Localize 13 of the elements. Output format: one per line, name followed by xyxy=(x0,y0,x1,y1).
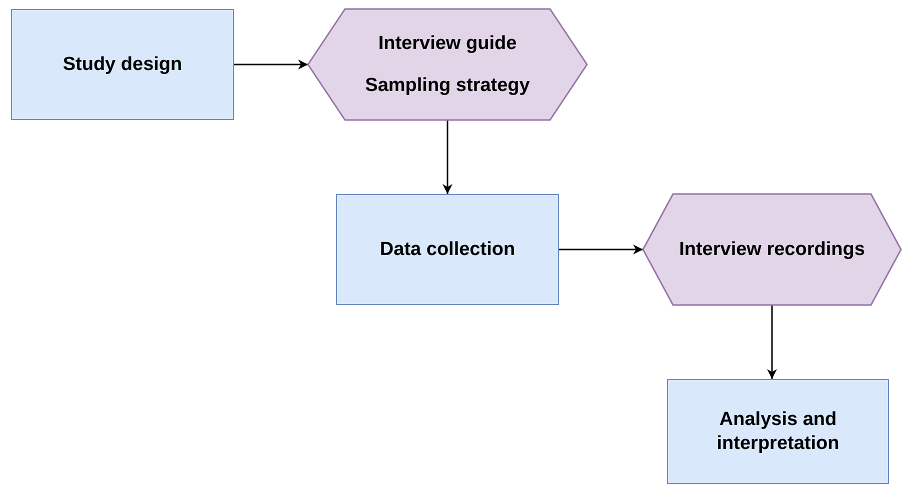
process-box xyxy=(336,194,559,305)
node-label: Data collection xyxy=(380,238,516,262)
node-label: Analysis and interpretation xyxy=(716,408,840,456)
node-label: Interview recordings xyxy=(679,238,865,262)
arrow xyxy=(234,60,308,70)
node-label: Study design xyxy=(62,52,182,76)
process-box xyxy=(667,379,889,484)
arrow xyxy=(767,305,777,379)
node-label: Sampling strategy xyxy=(365,74,530,98)
arrow xyxy=(442,120,452,194)
process-box xyxy=(11,9,234,120)
node-label: Interview guide xyxy=(378,32,517,56)
arrow xyxy=(559,244,643,254)
